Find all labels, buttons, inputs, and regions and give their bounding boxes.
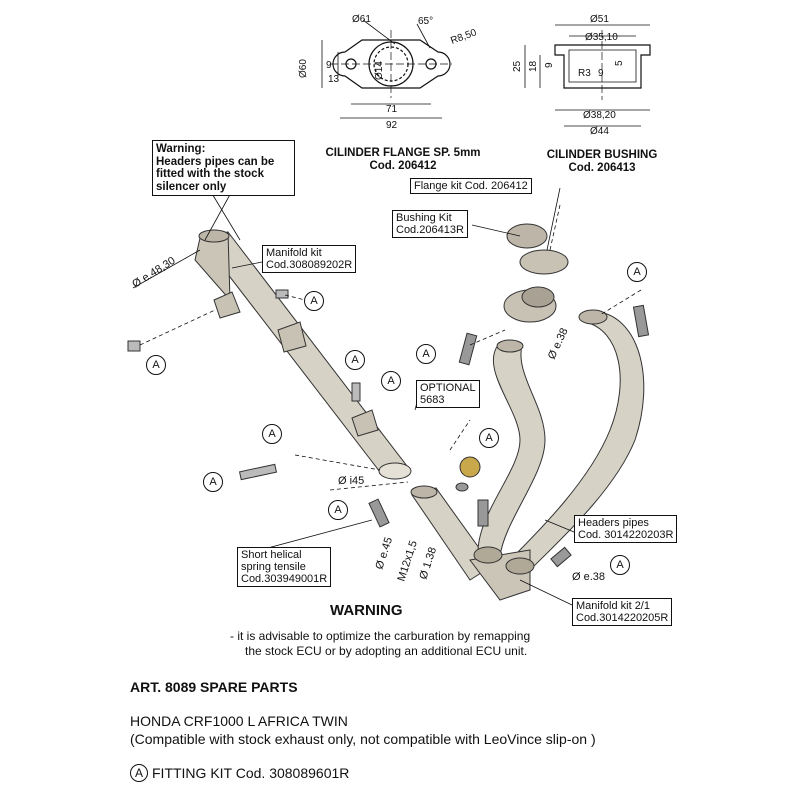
label-flange-kit: Flange kit Cod. 206412 xyxy=(410,178,532,194)
warning-note-line2: Headers pipes can be xyxy=(156,155,275,168)
bushing-caption: CILINDER BUSHING Cod. 206413 xyxy=(532,149,672,175)
dim-d60: Ø60 xyxy=(298,59,309,78)
dim-65deg: 65° xyxy=(418,16,433,27)
dim-r850: R8,50 xyxy=(449,27,478,47)
dim-di45: Ø i45 xyxy=(338,475,364,487)
callout-a-balloon: A xyxy=(146,355,166,375)
label-optional-line1: OPTIONAL xyxy=(420,382,476,394)
dim-71: 71 xyxy=(386,104,398,115)
dim-d51: Ø51 xyxy=(590,14,609,25)
dim-9: 9 xyxy=(326,60,332,71)
warning-line1: - it is advisable to optimize the carbur… xyxy=(230,629,531,643)
dim-de38a: Ø e.38 xyxy=(546,326,571,361)
callout-a-balloon: A xyxy=(479,428,499,448)
compat-note: (Compatible with stock exhaust only, not… xyxy=(130,731,596,747)
label-headers-line2: Cod. 3014220203R xyxy=(578,529,674,541)
flange-caption-line1: CILINDER FLANGE SP. 5mm xyxy=(325,147,481,159)
flange-drawing xyxy=(321,19,452,119)
callout-a-balloon: A xyxy=(416,344,436,364)
label-spring-line3: Cod.303949001R xyxy=(241,573,328,585)
dim-92: 92 xyxy=(386,120,398,131)
label-headers-line1: Headers pipes xyxy=(578,517,649,529)
dim-18: 18 xyxy=(528,60,539,72)
callout-a-balloon: A xyxy=(328,500,348,520)
model-name: HONDA CRF1000 L AFRICA TWIN xyxy=(130,713,348,729)
dim-9c: 9 xyxy=(598,68,604,79)
dim-d4830: Ø e.48,30 xyxy=(130,255,177,291)
label-manifold-kit-line2: Cod.308089202R xyxy=(266,259,353,271)
leader-lines xyxy=(139,204,642,491)
label-headers-pipes: Headers pipes Cod. 3014220203R xyxy=(574,515,678,543)
dim-de38b: Ø e.38 xyxy=(572,571,605,583)
label-manifold-kit-line1: Manifold kit xyxy=(266,247,322,259)
fitting-kit-balloon: A xyxy=(130,764,148,782)
label-bushing-kit: Bushing Kit Cod.206413R xyxy=(392,210,468,238)
art-title: ART. 8089 SPARE PARTS xyxy=(130,679,298,695)
flange-caption-line2: Cod. 206412 xyxy=(369,160,437,172)
label-spring-line1: Short helical xyxy=(241,549,302,561)
dim-5: 5 xyxy=(614,60,625,66)
bushing-caption-line1: CILINDER BUSHING xyxy=(546,149,658,161)
callout-a-balloon: A xyxy=(203,472,223,492)
dim-d61: Ø61 xyxy=(352,14,371,25)
callout-a-balloon: A xyxy=(345,350,365,370)
warning-title: WARNING xyxy=(330,602,403,619)
warning-note-line3: fitted with the stock xyxy=(156,168,264,180)
label-manifold21-line1: Manifold kit 2/1 xyxy=(576,600,650,612)
callout-a-balloon: A xyxy=(262,424,282,444)
dim-d44: Ø44 xyxy=(590,126,609,137)
dim-r3: R3 xyxy=(578,68,591,79)
dim-d3510: Ø35,10 xyxy=(585,32,618,43)
flange-caption: CILINDER FLANGE SP. 5mm Cod. 206412 xyxy=(318,147,488,173)
warning-line2: the stock ECU or by adopting an addition… xyxy=(245,644,528,658)
warning-note-line4: silencer only xyxy=(156,180,227,193)
label-bushing-kit-line1: Bushing Kit xyxy=(396,212,452,224)
dim-d138: Ø 1.38 xyxy=(417,546,439,581)
warning-note: Warning: Headers pipes can be fitted wit… xyxy=(152,140,295,196)
label-manifold-kit: Manifold kit Cod.308089202R xyxy=(262,245,357,273)
callout-a-balloon: A xyxy=(304,291,324,311)
label-optional: OPTIONAL 5683 xyxy=(416,380,480,408)
label-manifold-21: Manifold kit 2/1 Cod.3014220205R xyxy=(572,598,673,626)
dim-de45: Ø e.45 xyxy=(373,536,395,571)
warning-note-line1: Warning: xyxy=(156,143,206,155)
bushing-caption-line2: Cod. 206413 xyxy=(568,162,636,174)
callout-a-balloon: A xyxy=(381,371,401,391)
label-manifold21-line2: Cod.3014220205R xyxy=(576,612,669,624)
label-spring-line2: spring tensile xyxy=(241,561,306,573)
dim-d3820: Ø38,20 xyxy=(583,110,616,121)
dim-d14: Ø14 xyxy=(374,61,385,80)
dim-9b: 9 xyxy=(544,62,555,68)
callout-a-balloon: A xyxy=(610,555,630,575)
label-short-spring: Short helical spring tensile Cod.3039490… xyxy=(237,547,332,587)
dim-m12: M12x1,5 xyxy=(395,539,419,583)
dim-25: 25 xyxy=(512,60,523,72)
bushing-drawing xyxy=(524,24,651,127)
callout-a-balloon: A xyxy=(627,262,647,282)
fitting-kit-label: FITTING KIT Cod. 308089601R xyxy=(152,765,350,781)
label-bushing-kit-line2: Cod.206413R xyxy=(396,224,464,236)
dim-13: 13 xyxy=(328,74,340,85)
label-optional-line2: 5683 xyxy=(420,394,445,406)
